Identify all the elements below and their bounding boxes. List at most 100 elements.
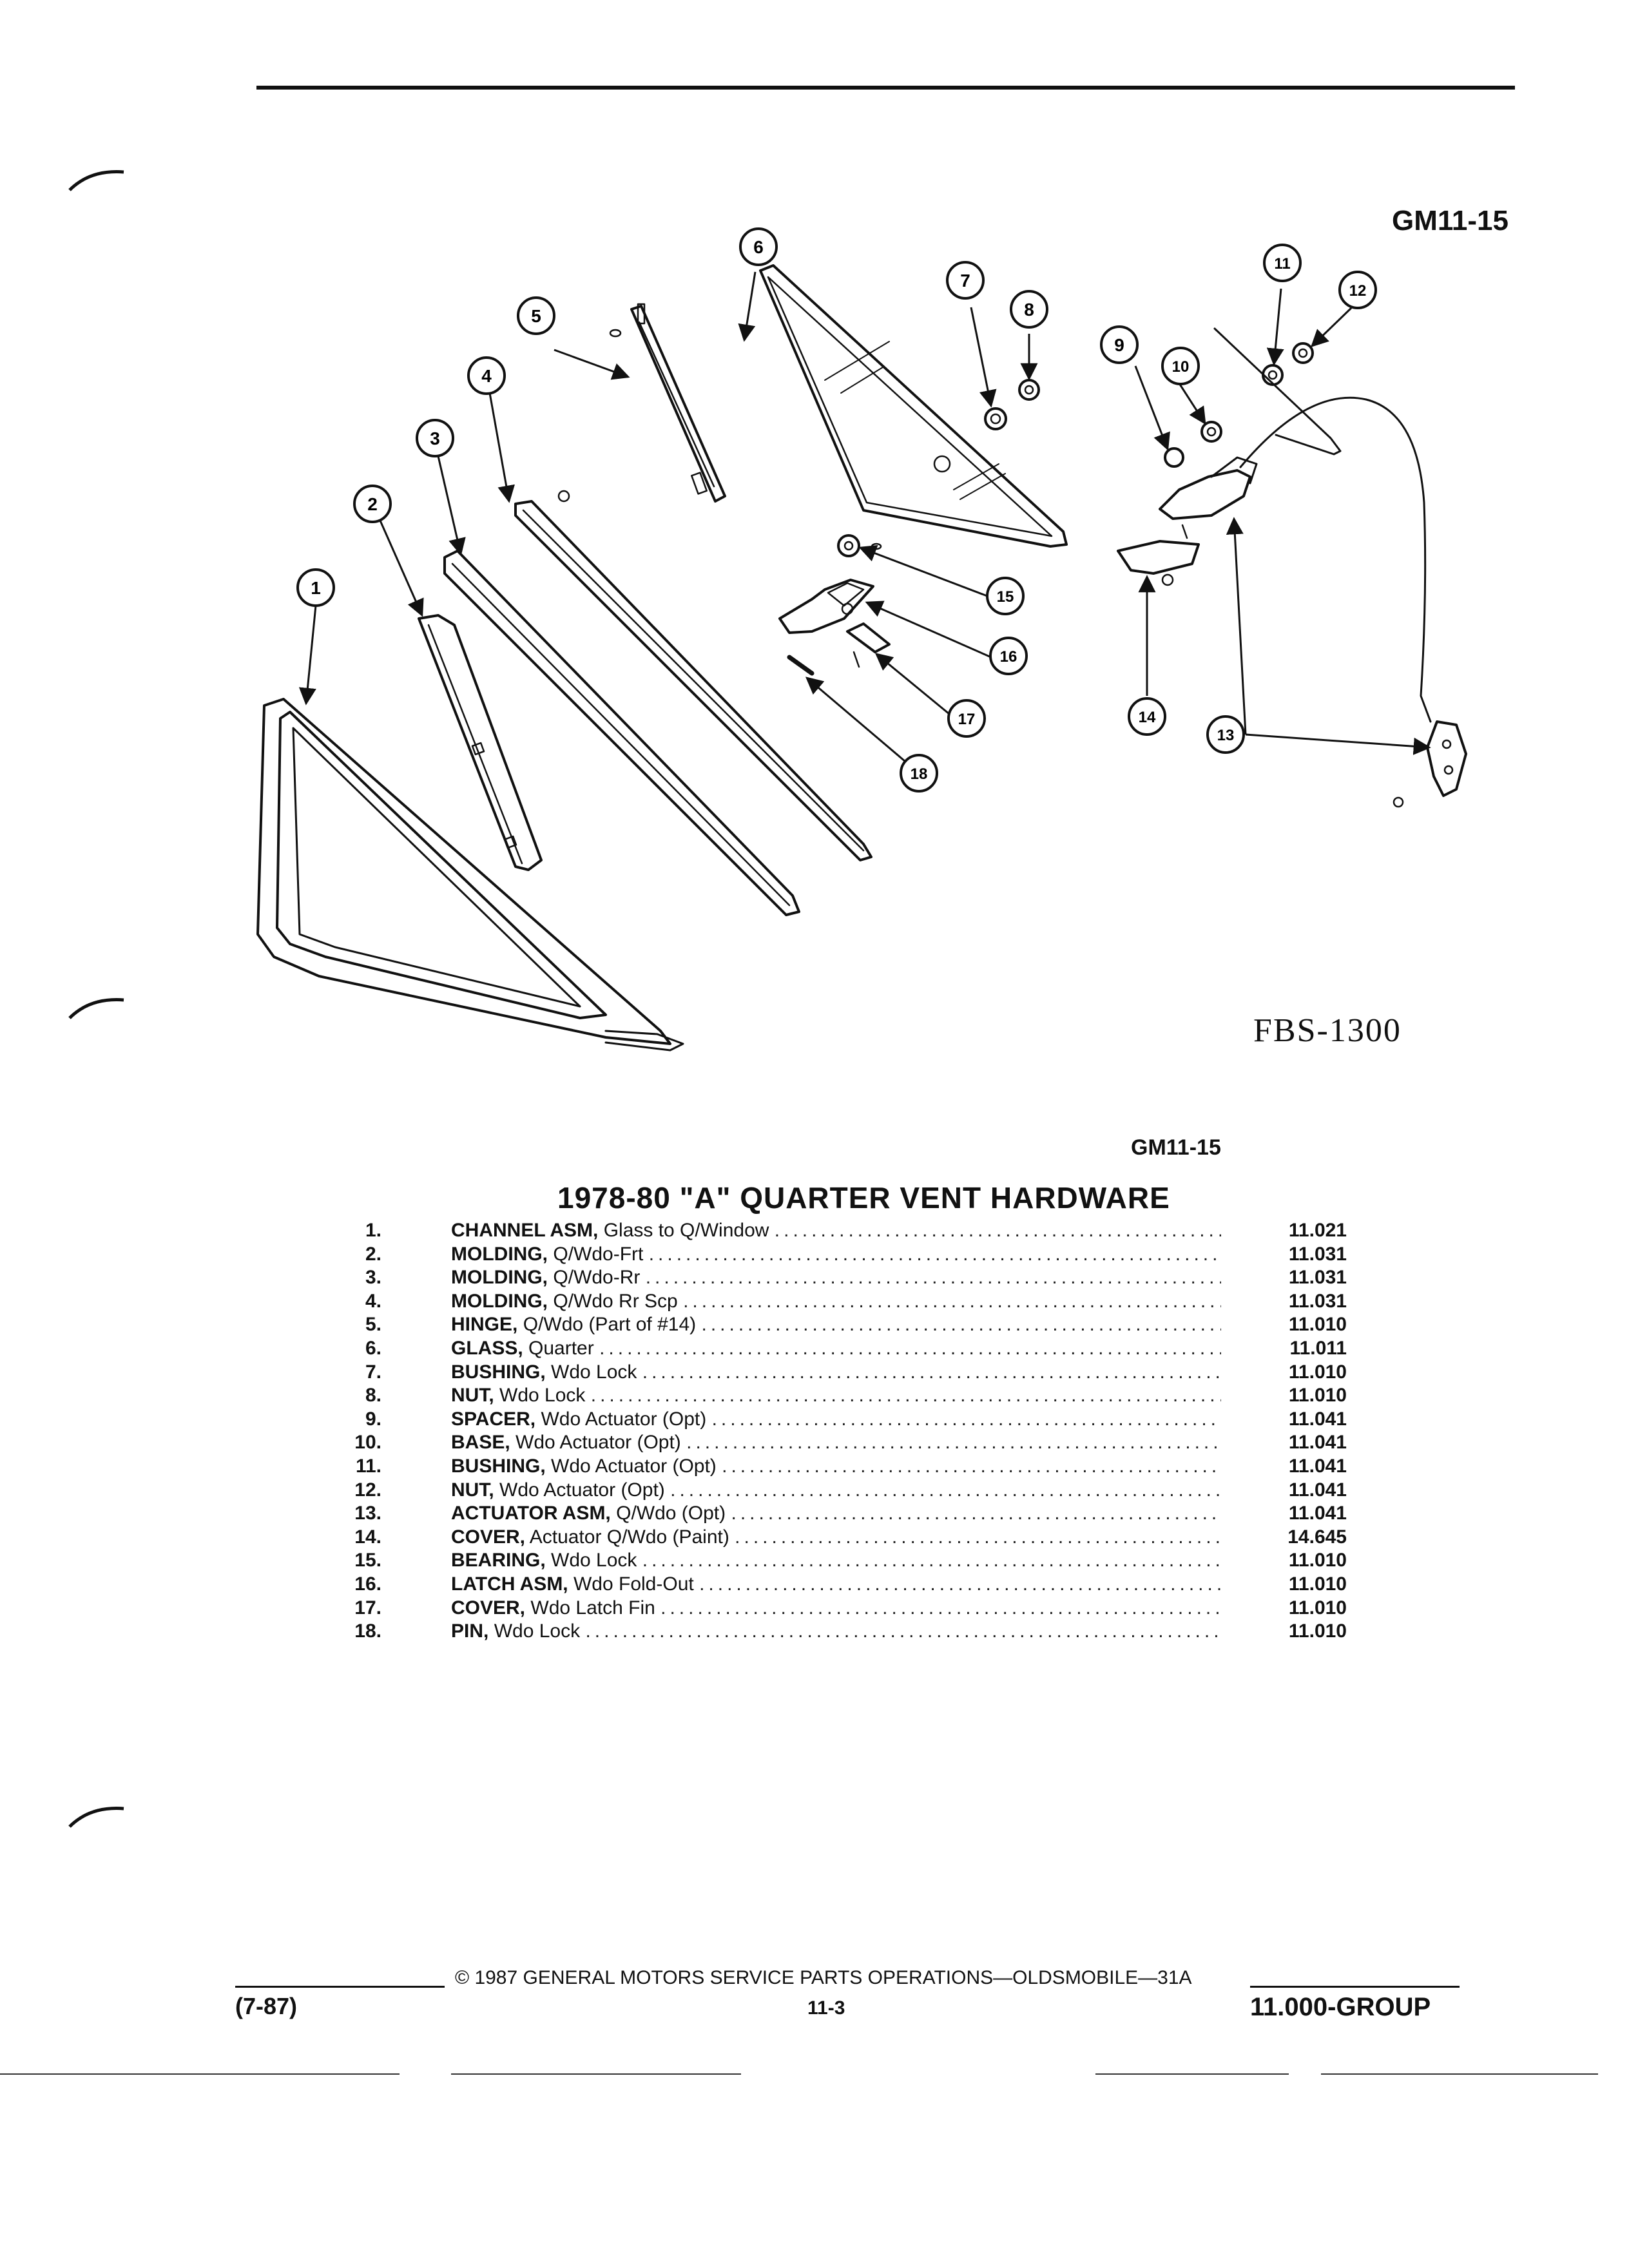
part-number: 7.: [365, 1361, 381, 1383]
part-name: COVER,: [451, 1597, 526, 1619]
footer-page-number: 11-3: [807, 1997, 845, 2019]
leader-dots: ........................................…: [648, 1243, 1221, 1265]
part-description: MOLDING, Q/Wdo-Rr ......................…: [451, 1266, 1221, 1289]
parts-list-code: GM11-15: [1131, 1135, 1221, 1160]
svg-text:9: 9: [1114, 335, 1124, 355]
table-row: 17. COVER, Wdo Latch Fin ................…: [335, 1597, 1353, 1620]
part-name: NUT,: [451, 1479, 494, 1501]
part-name: COVER,: [451, 1526, 526, 1548]
part-group-code: 11.041: [1288, 1503, 1347, 1524]
svg-text:11: 11: [1274, 255, 1290, 273]
bottom-rule: [0, 2073, 400, 2075]
table-row: 15.BEARING, Wdo Lock ...................…: [335, 1549, 1353, 1573]
part-nut-lock: [1018, 379, 1040, 401]
svg-text:15: 15: [997, 588, 1014, 606]
svg-text:8: 8: [1024, 300, 1034, 320]
figure-number: FBS-1300: [1253, 1012, 1402, 1049]
table-row: 18.PIN, Wdo Lock .......................…: [335, 1620, 1353, 1644]
callout-12: 12: [1338, 271, 1377, 309]
table-row: 3.MOLDING, Q/Wdo-Rr ....................…: [335, 1266, 1353, 1290]
part-bushing-lock: [984, 407, 1007, 430]
part-group-code: 11.010: [1288, 1597, 1347, 1619]
figure-code: GM11-15: [1392, 205, 1509, 236]
leader-dots: ........................................…: [686, 1432, 1221, 1454]
part-group-code: 11.041: [1288, 1432, 1347, 1454]
svg-text:1: 1: [311, 578, 321, 598]
leader-dots: ........................................…: [774, 1220, 1221, 1241]
leader-dots: ........................................…: [642, 1361, 1221, 1383]
part-description: GLASS, Quarter .........................…: [451, 1337, 1221, 1360]
part-name: PIN,: [451, 1620, 489, 1642]
callout-5: 5: [517, 296, 555, 335]
footer-copyright: © 1987 GENERAL MOTORS SERVICE PARTS OPER…: [455, 1967, 1192, 1988]
header-rule: [256, 86, 1515, 90]
leader-dots: ........................................…: [590, 1385, 1221, 1407]
part-nut-actuator: [1292, 342, 1314, 364]
exploded-diagram: 1 2 3 4 5 6 7 8 9 10 11 12 13 14 15 16 1…: [256, 227, 1467, 1052]
callout-4: 4: [467, 356, 506, 395]
part-molding-rear-scalp: [514, 490, 872, 861]
table-row: 14.COVER, Actuator Q/Wdo (Paint) .......…: [335, 1526, 1353, 1550]
part-name: BEARING,: [451, 1550, 546, 1571]
part-number: 17.: [354, 1597, 381, 1619]
footer-rule-left: [235, 1986, 445, 1988]
part-detail: Q/Wdo Rr Scp: [553, 1290, 678, 1312]
table-row: 7. BUSHING, Wdo Lock ....................…: [335, 1361, 1353, 1385]
part-description: COVER, Wdo Latch Fin ...................…: [451, 1597, 1221, 1620]
part-description: MOLDING, Q/Wdo-Frt .....................…: [451, 1243, 1221, 1266]
callout-16: 16: [989, 637, 1028, 675]
callout-10: 10: [1161, 347, 1200, 385]
part-actuator-asm: [1159, 327, 1467, 808]
part-description: CHANNEL ASM, Glass to Q/Window .........…: [451, 1219, 1221, 1242]
part-latch-asm: [778, 579, 874, 634]
part-number: 1.: [365, 1220, 381, 1241]
part-group-code: 11.010: [1288, 1314, 1347, 1336]
leader-dots: ........................................…: [642, 1550, 1221, 1571]
table-row: 13. ACTUATOR ASM, Q/Wdo (Opt) ...........…: [335, 1502, 1353, 1526]
part-name: HINGE,: [451, 1314, 518, 1336]
part-description: COVER, Actuator Q/Wdo (Paint) ..........…: [451, 1526, 1221, 1549]
part-detail: Wdo Latch Fin: [530, 1597, 655, 1619]
binder-mark: [68, 1807, 124, 1828]
table-row: 1. CHANNEL ASM, Glass to Q/Window .......…: [335, 1219, 1353, 1243]
part-base-actuator: [1200, 421, 1222, 443]
part-name: CHANNEL ASM,: [451, 1220, 599, 1241]
leader-dots: ........................................…: [585, 1620, 1221, 1642]
part-description: MOLDING, Q/Wdo Rr Scp ..................…: [451, 1290, 1221, 1313]
part-detail: Actuator Q/Wdo (Paint): [529, 1526, 729, 1548]
callout-3: 3: [416, 419, 454, 457]
part-actuator-cover: [1117, 540, 1200, 586]
part-description: BASE, Wdo Actuator (Opt) ...............…: [451, 1431, 1221, 1454]
leader-dots: ........................................…: [701, 1314, 1221, 1336]
part-bushing-actuator: [1262, 364, 1284, 386]
leader-dots: ........................................…: [683, 1290, 1221, 1312]
part-name: SPACER,: [451, 1408, 536, 1430]
part-description: BUSHING, Wdo Actuator (Opt) ............…: [451, 1455, 1221, 1478]
part-description: NUT, Wdo Actuator (Opt) ................…: [451, 1479, 1221, 1502]
part-detail: Q/Wdo-Rr: [553, 1267, 641, 1289]
part-group-code: 11.031: [1288, 1267, 1347, 1289]
part-name: BUSHING,: [451, 1455, 546, 1477]
part-description: ACTUATOR ASM, Q/Wdo (Opt) ..............…: [451, 1502, 1221, 1525]
part-name: LATCH ASM,: [451, 1573, 568, 1595]
part-detail: Wdo Lock: [499, 1385, 586, 1407]
part-hinge: [609, 303, 726, 503]
part-number: 6.: [365, 1337, 381, 1359]
callout-15: 15: [986, 577, 1025, 615]
part-number: 13.: [354, 1503, 381, 1524]
part-group-code: 11.010: [1288, 1361, 1347, 1383]
part-channel-asm: [256, 698, 684, 1052]
part-description: BEARING, Wdo Lock ......................…: [451, 1549, 1221, 1572]
callout-13: 13: [1206, 715, 1245, 754]
part-detail: Wdo Actuator (Opt): [551, 1455, 717, 1477]
leader-dots: ........................................…: [735, 1526, 1221, 1548]
part-group-code: 11.010: [1288, 1573, 1347, 1595]
part-group-code: 14.645: [1287, 1526, 1347, 1548]
part-group-code: 11.041: [1288, 1455, 1347, 1477]
svg-text:18: 18: [911, 765, 928, 783]
part-description: BUSHING, Wdo Lock ......................…: [451, 1361, 1221, 1384]
leader-dots: ........................................…: [731, 1503, 1221, 1524]
table-row: 16.LATCH ASM, Wdo Fold-Out .............…: [335, 1573, 1353, 1597]
part-number: 10.: [354, 1432, 381, 1454]
part-number: 2.: [365, 1243, 381, 1265]
